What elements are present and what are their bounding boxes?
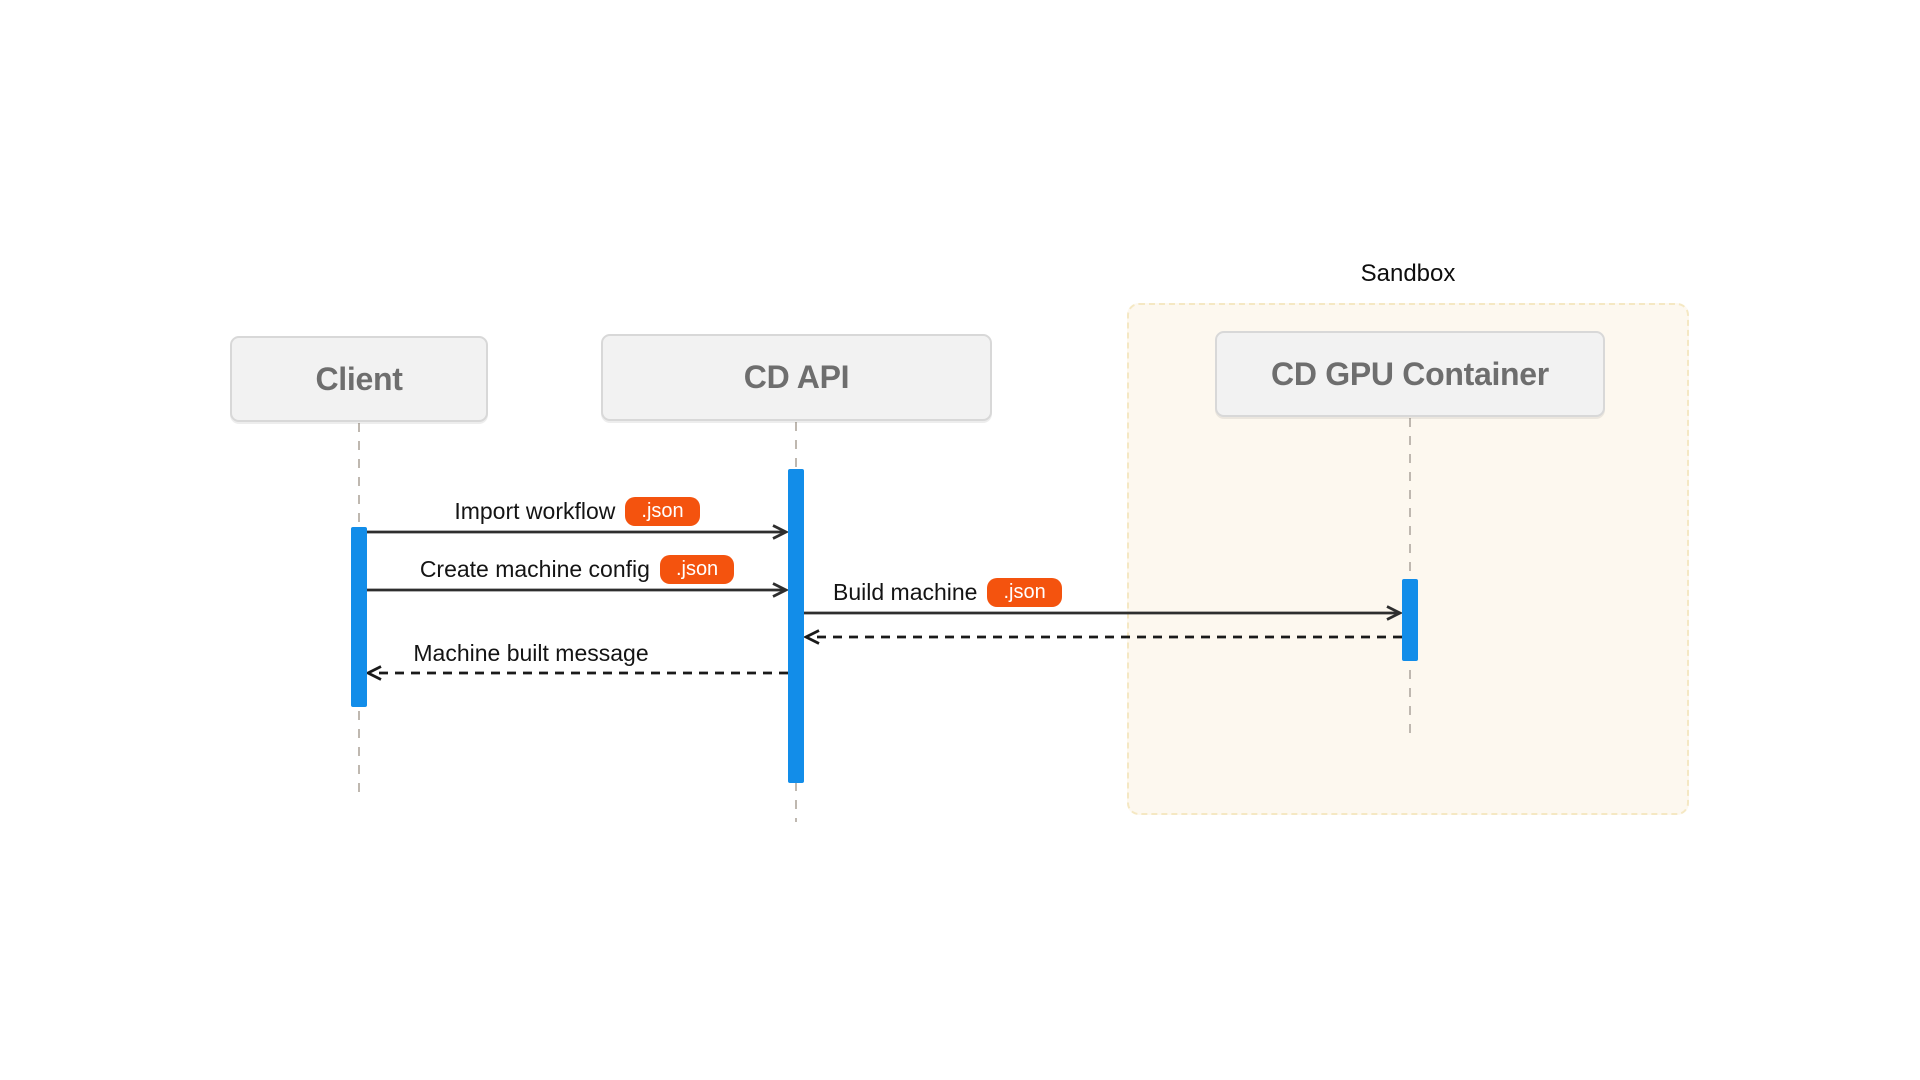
participant-cd-gpu-container: CD GPU Container xyxy=(1215,331,1605,417)
json-badge: .json xyxy=(659,554,735,584)
participant-client: Client xyxy=(230,336,488,422)
json-badge: .json xyxy=(625,496,700,526)
message-machine-built: Machine built message xyxy=(321,637,741,669)
participant-cd-gpu-container-label: CD GPU Container xyxy=(1271,355,1549,392)
participant-cd-api-label: CD API xyxy=(743,359,850,395)
gpu-return-arrowhead xyxy=(802,629,820,645)
sandbox-group-label: Sandbox xyxy=(1360,260,1456,287)
cd-api-activation-bar xyxy=(788,469,804,783)
message-create-machine-config: Create machine config .json xyxy=(367,553,787,585)
message-import-workflow-label: Import workflow xyxy=(454,497,616,524)
build-machine-arrowhead xyxy=(1386,605,1404,621)
participant-cd-api: CD API xyxy=(601,334,992,421)
import-workflow-arrowhead xyxy=(772,524,790,540)
message-machine-built-label: Machine built message xyxy=(413,639,649,666)
participant-client-label: Client xyxy=(315,360,403,397)
message-build-machine: Build machine .json xyxy=(833,576,1062,608)
client-activation-bar xyxy=(351,527,367,707)
machine-built-arrowhead xyxy=(364,665,382,681)
message-build-machine-label: Build machine xyxy=(833,578,978,605)
message-create-machine-config-label: Create machine config xyxy=(419,555,650,582)
message-import-workflow: Import workflow .json xyxy=(367,495,787,527)
json-badge: .json xyxy=(987,577,1062,607)
create-machine-config-arrowhead xyxy=(772,582,790,598)
cd-gpu-activation-bar xyxy=(1402,579,1418,661)
